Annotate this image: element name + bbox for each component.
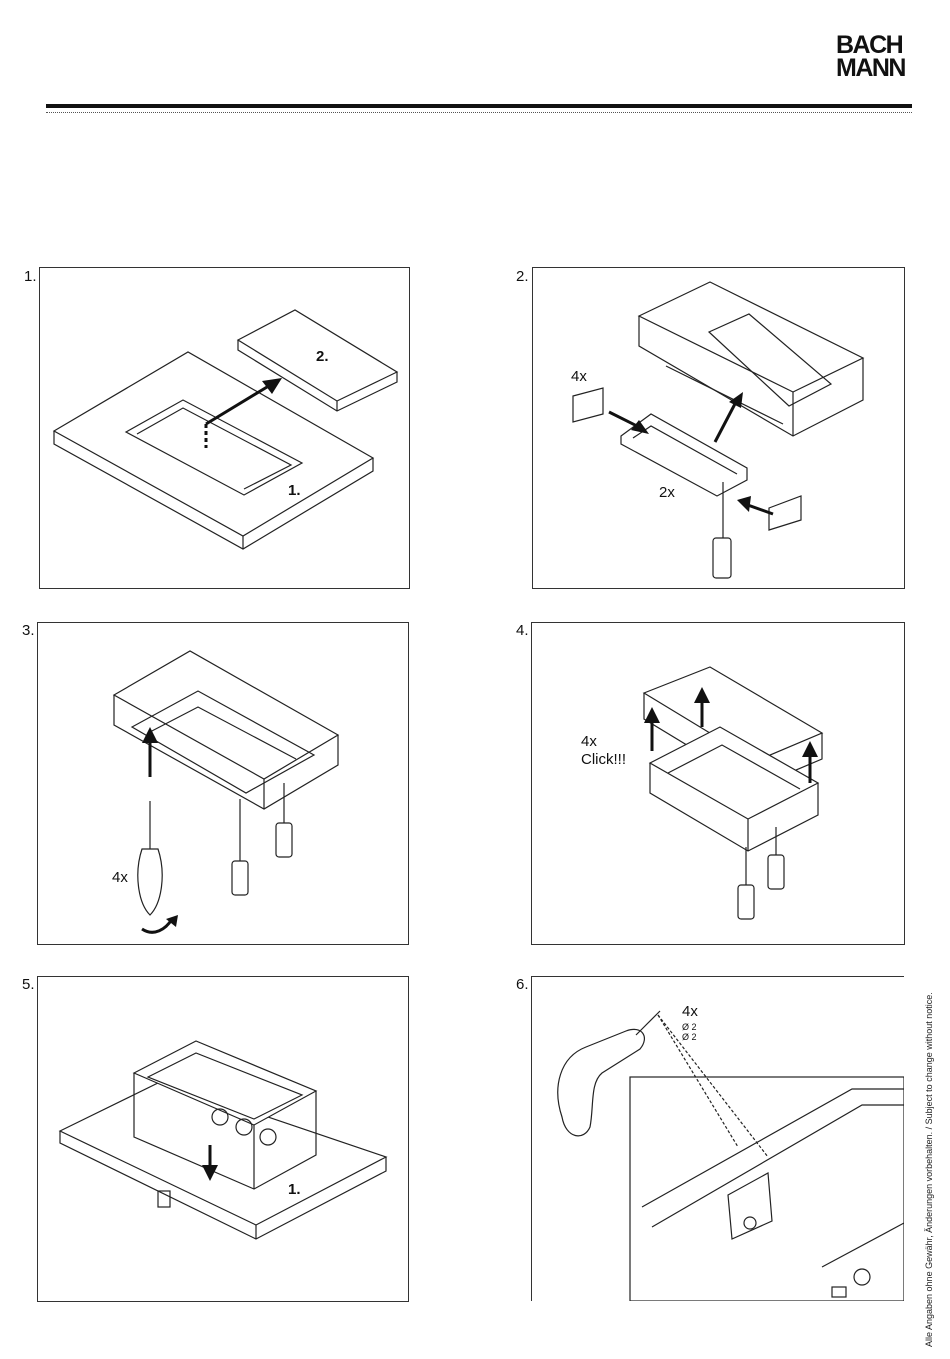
bracket-count-label: 4x xyxy=(571,368,587,385)
step-3-number: 3. xyxy=(22,622,35,639)
part-1-label: 1. xyxy=(288,1181,301,1198)
drill-count-label: 4x xyxy=(682,1003,698,1020)
step-2-number: 2. xyxy=(516,268,529,285)
step-6-panel: 4x Ø 2 Ø 2 xyxy=(531,976,904,1301)
step-5-number: 5. xyxy=(22,976,35,993)
step-3-panel: 4x xyxy=(37,622,409,945)
click-label: Click!!! xyxy=(581,751,626,768)
step-6-number: 6. xyxy=(516,976,529,993)
step-3-illustration xyxy=(38,623,408,944)
header-dotted-rule xyxy=(46,112,912,113)
step-4-panel: 4x Click!!! xyxy=(531,622,905,945)
step-5-panel: 1. xyxy=(37,976,409,1302)
click-arrow-head-3 xyxy=(802,741,818,757)
screw-count-label: 4x xyxy=(112,869,128,886)
drill-diameter-1: Ø 2 xyxy=(682,1022,697,1032)
lift-arrow-head xyxy=(262,378,282,394)
part-2-label: 2. xyxy=(316,348,329,365)
step-2-illustration xyxy=(533,268,904,588)
screw-count-label: 2x xyxy=(659,484,675,501)
step-4-number: 4. xyxy=(516,622,529,639)
click-count-label: 4x xyxy=(581,733,597,750)
bracket-arrow-right-head xyxy=(737,496,751,512)
header-rule xyxy=(46,104,912,108)
bachmann-logo: BACH MANN xyxy=(836,34,916,80)
step-6-illustration xyxy=(532,977,904,1301)
step-1-number: 1. xyxy=(24,268,37,285)
disclaimer-note: Alle Angaben ohne Gewähr, Änderungen vor… xyxy=(924,992,934,1347)
step-1-illustration xyxy=(40,268,409,588)
click-arrow-head-1 xyxy=(644,707,660,723)
part-1-label: 1. xyxy=(288,482,301,499)
step-4-illustration xyxy=(532,623,904,944)
drill-diameter-2: Ø 2 xyxy=(682,1032,697,1042)
step-5-illustration xyxy=(38,977,408,1301)
logo-line-2: MANN xyxy=(836,57,916,80)
click-arrow-head-2 xyxy=(694,687,710,703)
step-2-panel: 4x 2x xyxy=(532,267,905,589)
step-1-panel: 1. 2. xyxy=(39,267,410,589)
